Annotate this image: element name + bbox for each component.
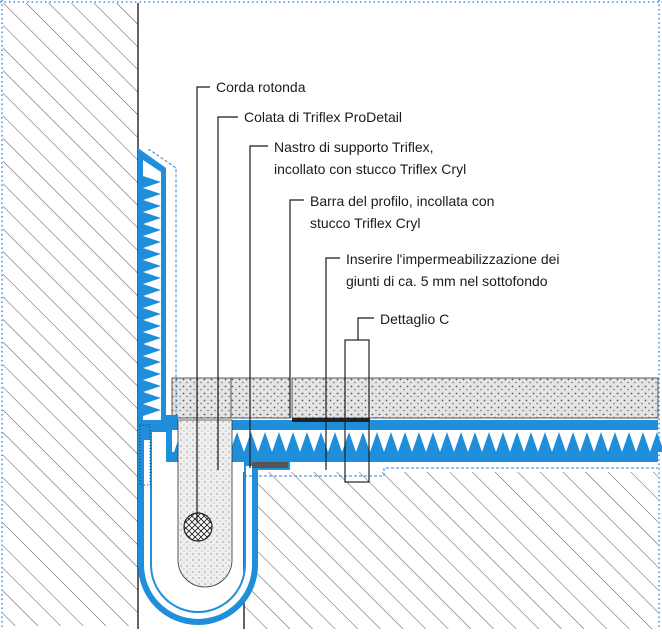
membrane-tooth	[143, 188, 161, 200]
support-tape	[252, 462, 288, 468]
membrane-tooth	[143, 296, 161, 308]
right-substrate	[244, 472, 658, 629]
membrane-tooth	[143, 404, 161, 416]
membrane-tooth	[608, 432, 622, 452]
membrane-tooth	[636, 432, 650, 452]
membrane-tooth	[496, 432, 510, 452]
membrane-tooth	[143, 332, 161, 344]
membrane-tooth	[272, 432, 286, 452]
membrane-tooth	[143, 212, 161, 224]
membrane-tooth	[328, 432, 342, 452]
membrane-tooth	[594, 432, 608, 452]
membrane-tooth	[426, 432, 440, 452]
membrane-tooth	[566, 432, 580, 452]
membrane-tooth	[622, 432, 636, 452]
membrane-tooth	[143, 236, 161, 248]
membrane-tooth	[143, 260, 161, 272]
membrane-tooth	[300, 432, 314, 452]
leader-lines	[196, 86, 374, 522]
label-nastro: Nastro di supporto Triflex, incollato co…	[274, 139, 466, 177]
membrane-tooth	[258, 432, 272, 452]
membrane-tooth	[143, 320, 161, 332]
membrane-tooth	[398, 432, 412, 452]
membrane-tooth	[482, 432, 496, 452]
membrane-tooth	[230, 432, 244, 452]
membrane-tooth	[384, 432, 398, 452]
membrane-tooth	[440, 432, 454, 452]
profile-bar	[292, 418, 370, 422]
membrane-tooth	[286, 432, 300, 452]
left-wall	[3, 3, 138, 626]
label-corda: Corda rotonda	[216, 79, 306, 95]
membrane-tooth	[370, 432, 384, 452]
membrane-tooth	[580, 432, 594, 452]
membrane-tooth	[454, 432, 468, 452]
membrane-tooth	[143, 392, 161, 404]
round-cord	[183, 512, 213, 542]
membrane-tooth	[412, 432, 426, 452]
label-dettaglio: Dettaglio C	[380, 311, 449, 327]
membrane-tooth	[356, 432, 370, 452]
membrane-tooth	[524, 432, 538, 452]
membrane-tooth	[510, 432, 524, 452]
detail-c-box	[344, 339, 370, 483]
membrane-tooth	[468, 432, 482, 452]
membrane-tooth	[143, 380, 161, 392]
membrane-tooth	[538, 432, 552, 452]
label-inserire: Inserire l'impermeabilizzazione dei giun…	[346, 251, 563, 289]
membrane-tooth	[143, 272, 161, 284]
membrane-tooth	[143, 200, 161, 212]
membrane-tooth	[143, 224, 161, 236]
membrane-tooth	[143, 176, 161, 188]
label-colata: Colata di Triflex ProDetail	[244, 109, 402, 125]
membrane-tooth	[552, 432, 566, 452]
membrane-tooth	[143, 356, 161, 368]
membrane-tooth	[143, 284, 161, 296]
label-barra: Barra del profilo, incollata con stucco …	[310, 193, 498, 231]
callout-labels: Corda rotonda Colata di Triflex ProDetai…	[216, 79, 563, 327]
membrane-tooth	[143, 368, 161, 380]
membrane-tooth	[314, 432, 328, 452]
membrane-tooth	[244, 432, 258, 452]
membrane-tooth	[650, 432, 662, 452]
prodetail-fill	[177, 419, 233, 588]
membrane-tooth	[143, 308, 161, 320]
membrane-tooth	[143, 344, 161, 356]
paver-layer	[291, 377, 659, 419]
membrane-tooth	[143, 248, 161, 260]
